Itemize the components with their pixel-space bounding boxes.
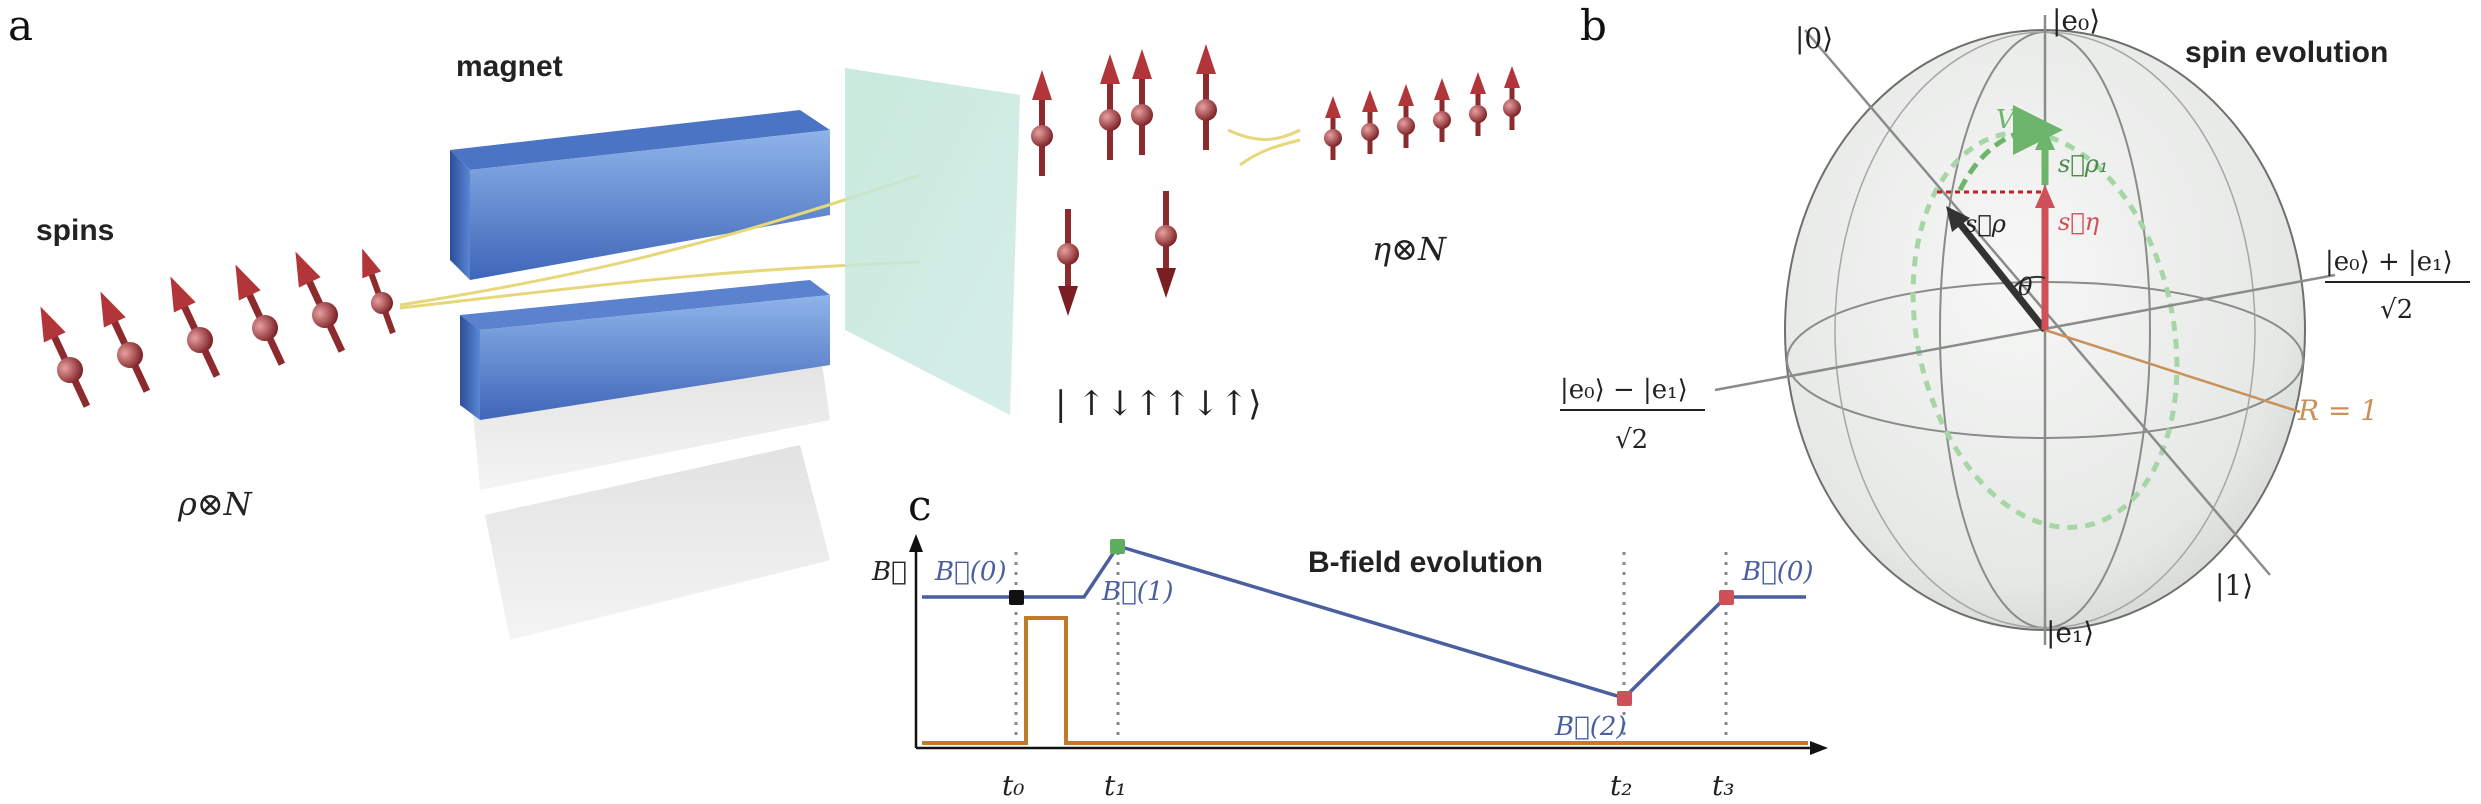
horizontal-axis xyxy=(1714,273,2336,392)
zero-one-axis xyxy=(1804,29,2271,576)
b1-label: B⃗(1) xyxy=(1101,577,1174,607)
b1-point xyxy=(1110,539,1125,554)
precession-circle xyxy=(1910,130,2180,530)
ket-e1-label: |e₁⟩ xyxy=(2046,616,2094,649)
spin-arrow xyxy=(295,251,346,353)
tick-t3: t₃ xyxy=(1712,769,1734,802)
panel-c-letter: c xyxy=(908,481,932,530)
spin-arrow xyxy=(235,264,286,366)
magnet-upper xyxy=(450,110,830,280)
spin-up xyxy=(1031,70,1053,176)
spin-up-small xyxy=(1503,66,1521,130)
rho-tensor-label: ρ⊗N xyxy=(177,485,253,523)
b0-return-point xyxy=(1719,590,1734,605)
spin-up xyxy=(1099,54,1121,160)
b2-label: B⃗(2) xyxy=(1554,712,1627,742)
spin-arrow xyxy=(170,276,221,378)
tick-t1: t₁ xyxy=(1104,769,1126,802)
beam-lower xyxy=(399,260,921,310)
s-rho-label: s⃗ρ xyxy=(1965,210,2006,238)
radius-line xyxy=(2044,328,2301,414)
radius-label: R = 1 xyxy=(2297,394,2378,427)
split-spins xyxy=(1031,44,1217,316)
magnet-lower xyxy=(460,280,830,420)
s-rho-vector xyxy=(1954,217,2048,333)
panel-c: c B-field evolution B⃗ B⃗(0) B⃗(1) B⃗(2)… xyxy=(871,481,1828,802)
spin-up-small xyxy=(1433,78,1451,142)
theta-label: θ xyxy=(2018,273,2033,301)
output-spins xyxy=(1324,66,1521,160)
b0-return-label: B⃗(0) xyxy=(1741,557,1814,587)
tick-t2: t₂ xyxy=(1610,769,1632,802)
y-axis-label: B⃗ xyxy=(871,557,907,587)
spin-up-small xyxy=(1469,72,1487,136)
plus-state-denominator: √2 xyxy=(2380,295,2413,325)
v-label: V xyxy=(1996,105,2017,135)
spin-up xyxy=(1131,49,1153,155)
detector-screen xyxy=(845,68,1020,415)
panel-b: b spin evolution |0⟩ |e₀⟩ |e₁⟩ |1⟩ |e₀⟩ … xyxy=(1560,1,2470,649)
spin-arrow xyxy=(40,306,91,408)
spins-label: spins xyxy=(36,214,114,247)
ket-one-label: |1⟩ xyxy=(2215,569,2253,602)
s-eta-label: s⃗η xyxy=(2058,208,2100,236)
ket-measurement-label: | ↑↓↑↑↓↑⟩ xyxy=(1055,384,1261,424)
magnet-label: magnet xyxy=(456,50,563,83)
magnet-shadow xyxy=(485,445,830,640)
minus-state-denominator: √2 xyxy=(1615,425,1648,455)
spin-arrow xyxy=(362,248,396,335)
incoming-spins xyxy=(40,248,396,408)
plus-state-numerator: |e₀⟩ + |e₁⟩ xyxy=(2325,247,2453,277)
ket-zero-label: |0⟩ xyxy=(1795,22,1833,55)
panel-a: a spins magnet ρ⊗N xyxy=(8,1,1521,640)
beam-merge xyxy=(1227,128,1301,167)
panel-a-letter: a xyxy=(8,1,33,50)
beam-upper xyxy=(399,173,921,307)
b-field-title: B-field evolution xyxy=(1308,546,1543,579)
s-rho1-label: s⃗ρ₁ xyxy=(2058,150,2108,178)
spin-up-small xyxy=(1324,96,1342,160)
panel-b-letter: b xyxy=(1580,1,1607,50)
tick-t0: t₀ xyxy=(1002,769,1024,802)
spin-down xyxy=(1155,191,1177,298)
theta-arc xyxy=(2011,275,2046,291)
pulse-trace xyxy=(922,616,1808,745)
rotation-arc xyxy=(1957,105,2063,192)
eta-tensor-label: η⊗N xyxy=(1372,230,1447,268)
spin-evolution-title: spin evolution xyxy=(2185,36,2388,69)
spin-arrow xyxy=(100,291,151,393)
y-axis-arrowhead xyxy=(909,534,923,552)
b0-label: B⃗(0) xyxy=(934,557,1007,587)
b2-point xyxy=(1617,691,1632,706)
spin-up-small xyxy=(1361,90,1379,154)
s-rho-arrowhead xyxy=(1946,206,1970,232)
spin-down xyxy=(1057,209,1079,316)
spin-up xyxy=(1195,44,1217,150)
minus-state-numerator: |e₀⟩ − |e₁⟩ xyxy=(1560,375,1688,405)
ket-e0-label: |e₀⟩ xyxy=(2052,4,2100,37)
b0-point xyxy=(1009,590,1024,605)
field-trace xyxy=(922,543,1806,700)
spin-up-small xyxy=(1397,84,1415,148)
x-axis-arrowhead xyxy=(1810,741,1828,755)
s-eta-arrowhead xyxy=(2035,185,2055,208)
